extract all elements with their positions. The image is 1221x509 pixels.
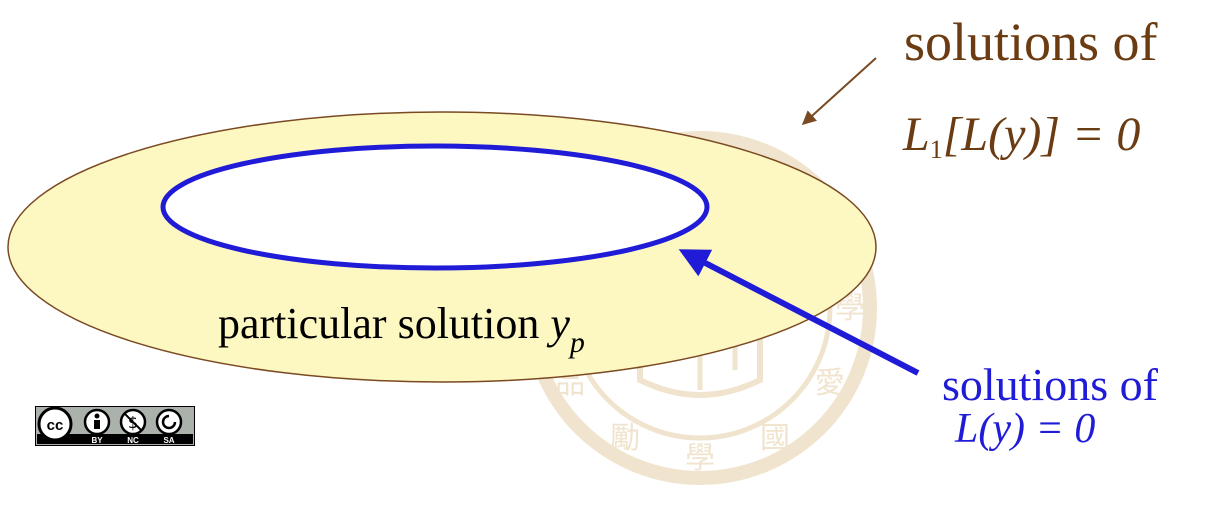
- seal-character: 勵: [610, 421, 640, 456]
- outer-eq-L1: L: [902, 108, 930, 161]
- particular-subscript: p: [568, 326, 585, 359]
- inner-label-line1: solutions of: [942, 359, 1159, 410]
- particular-main: particular solution: [218, 299, 550, 348]
- nc-icon: $: [119, 408, 147, 436]
- outer-eq-rest: [L(y)] = 0: [943, 108, 1141, 161]
- cc-license-badge: cc $ BY NC SA: [35, 406, 195, 446]
- particular-solution-label: particular solution yp: [218, 299, 585, 359]
- outer-eq-subscript: 1: [930, 135, 943, 164]
- sa-label: SA: [163, 436, 174, 445]
- outer-label-equation: L1[L(y)] = 0: [902, 108, 1140, 164]
- inner-pointer-arrow: [678, 249, 920, 376]
- particular-y: y: [546, 299, 570, 348]
- by-icon: [83, 408, 111, 436]
- seal-character: 國: [760, 421, 790, 456]
- nc-label: NC: [127, 436, 139, 445]
- outer-label-line1: solutions of: [904, 12, 1158, 72]
- cc-text: cc: [47, 417, 64, 434]
- by-label: BY: [91, 436, 103, 445]
- sa-icon: [155, 408, 183, 436]
- seal-character: 學: [685, 441, 715, 476]
- cc-icon: cc: [37, 406, 73, 442]
- seal-character: 愛: [815, 366, 845, 401]
- outer-pointer-arrow: [801, 57, 877, 125]
- inner-label-equation: L(y) = 0: [954, 406, 1095, 452]
- inner-solution-set: [160, 143, 710, 271]
